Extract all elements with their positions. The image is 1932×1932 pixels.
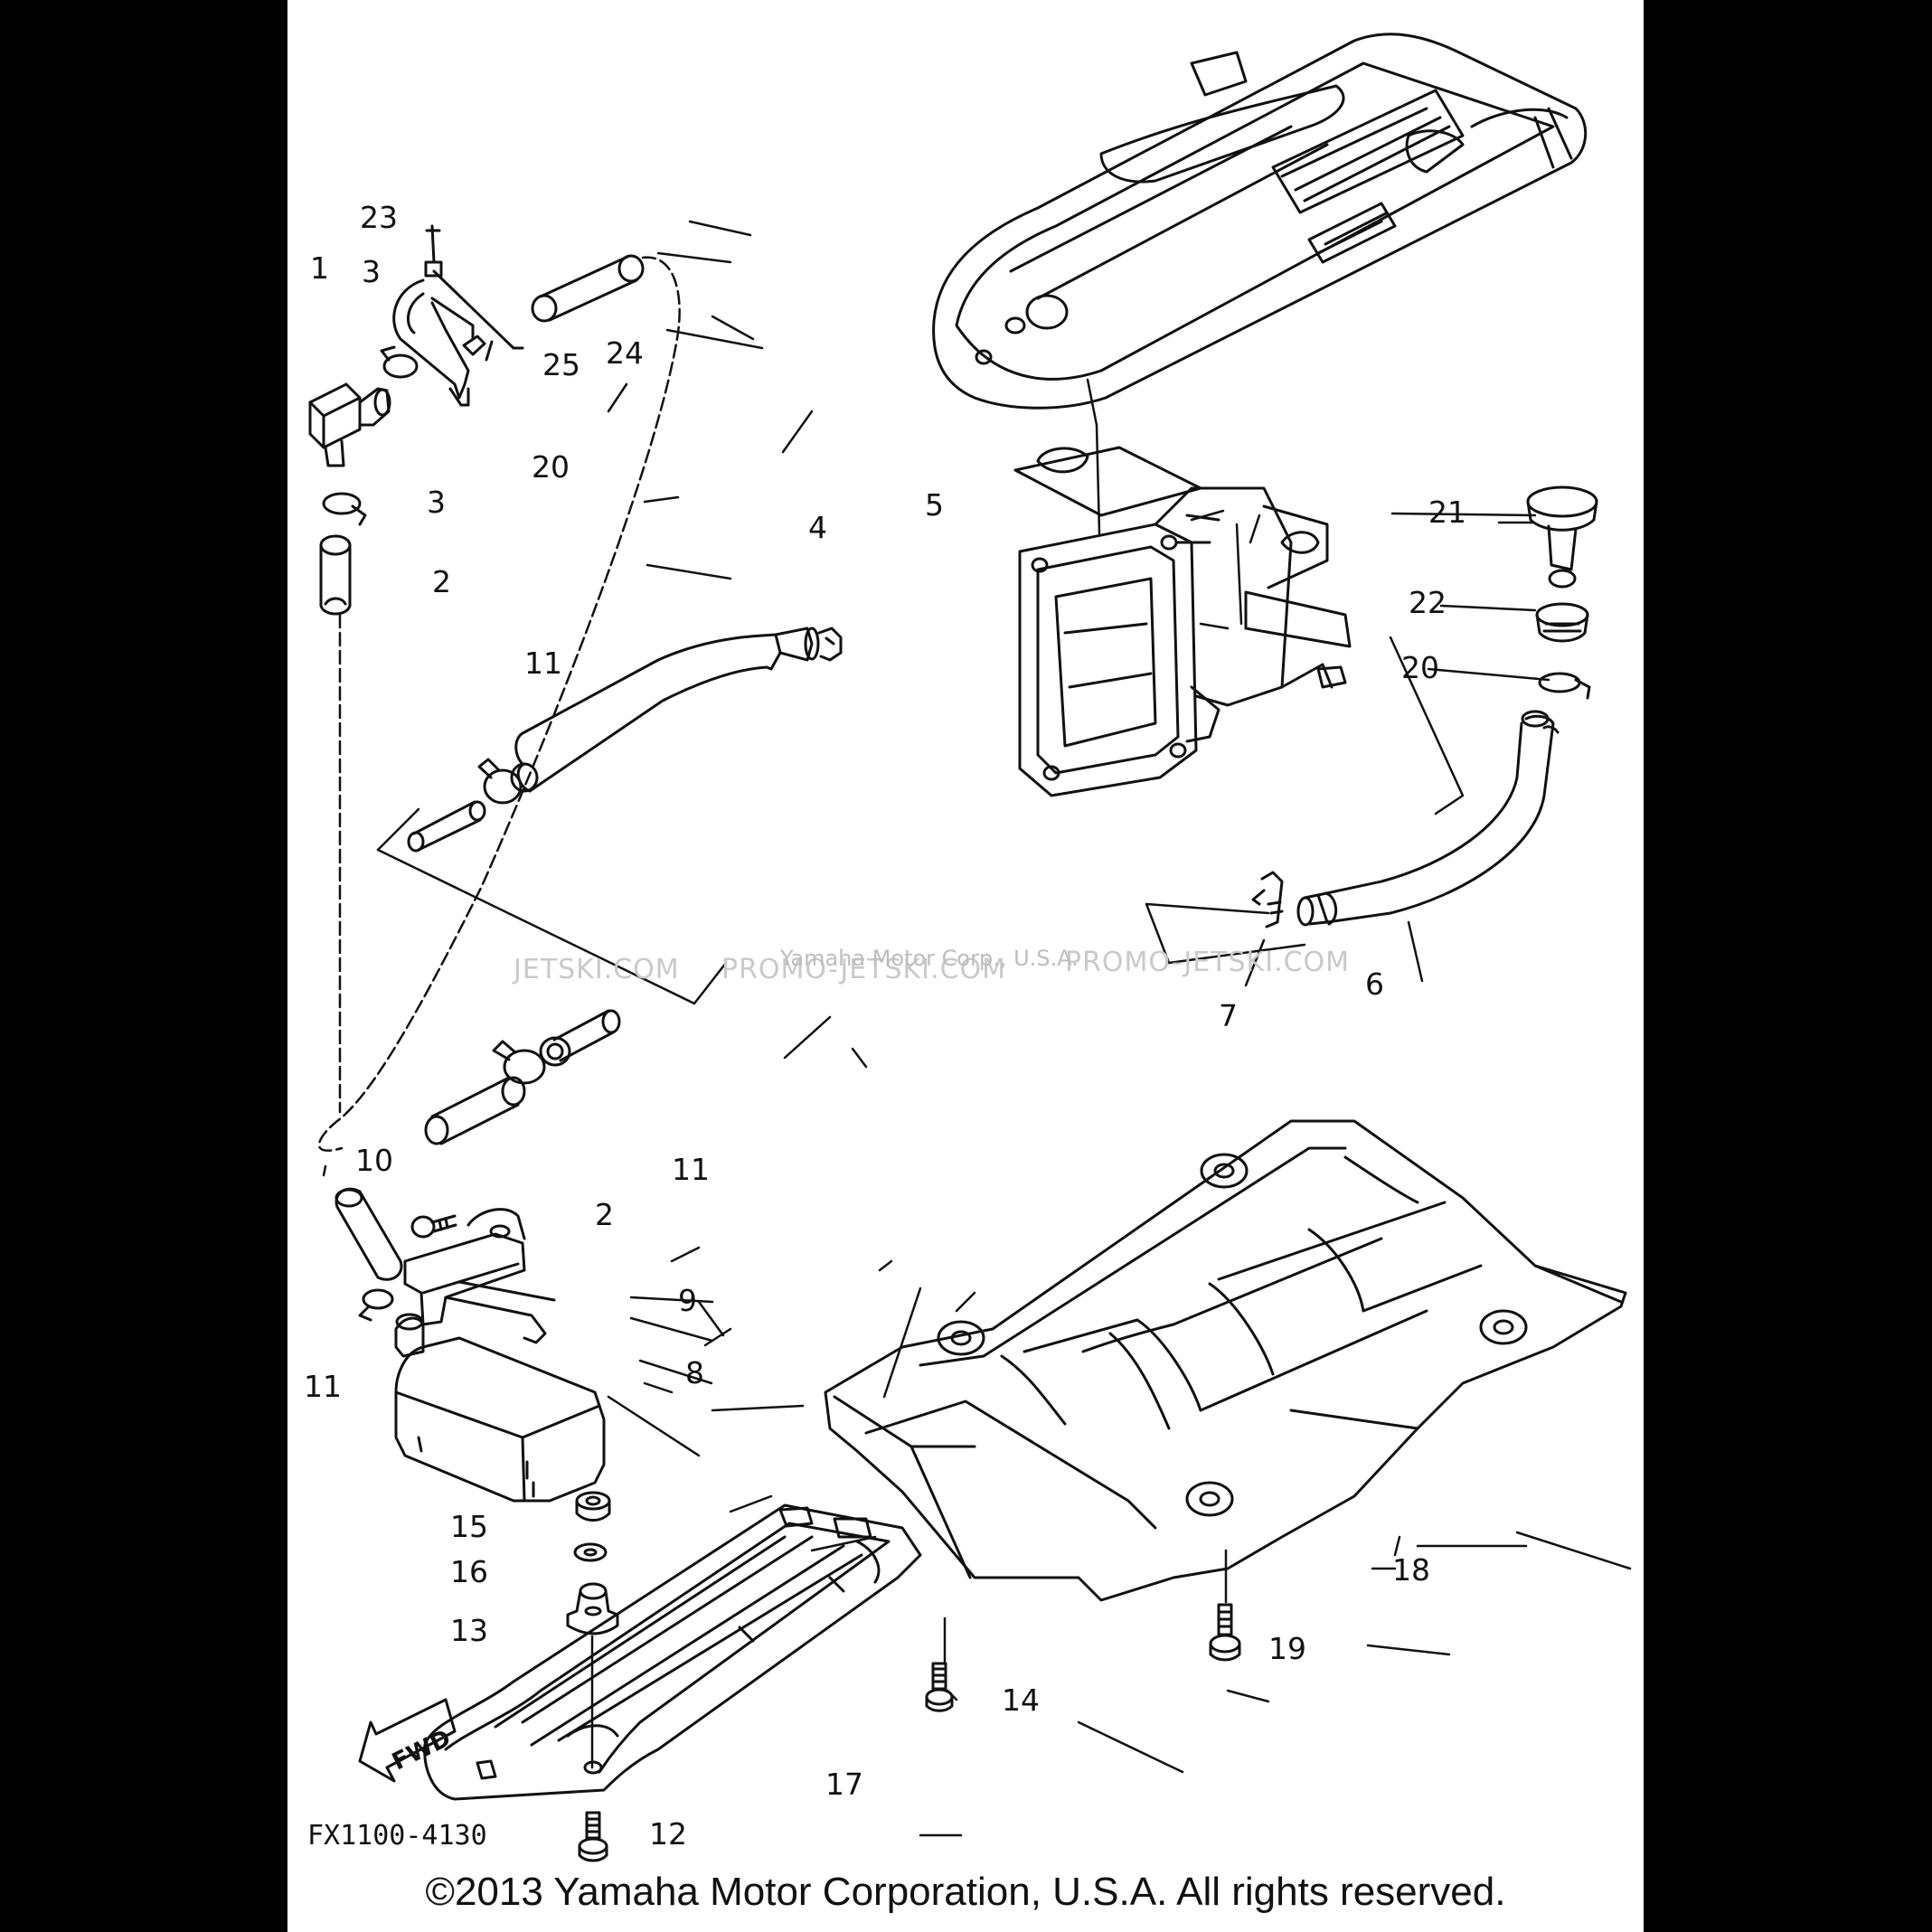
parts-diagram: FWD 23 3 1 25 24 20 3 2 4 5 21 22 20 11 … xyxy=(304,33,1632,1862)
callout-15: 15 xyxy=(450,1509,488,1544)
drawing-code: FX1100-4130 xyxy=(307,1820,487,1852)
clamp-3-lower xyxy=(322,492,367,526)
callout-numbers: 23 3 1 25 24 20 3 2 4 5 21 22 20 11 6 7 … xyxy=(304,200,1466,1852)
watermark-mid: PROMO-JETSKI.COM xyxy=(721,954,1006,985)
hose-2-top xyxy=(531,254,645,323)
callout-11-lower: 11 xyxy=(304,1369,342,1404)
callout-5: 5 xyxy=(925,487,944,523)
callout-16: 16 xyxy=(450,1554,488,1589)
connector-tube-upper xyxy=(407,800,486,853)
hose-2-lower xyxy=(424,1076,526,1145)
callout-10: 10 xyxy=(355,1143,393,1178)
callout-20-right: 20 xyxy=(1401,650,1439,685)
callout-12: 12 xyxy=(649,1816,687,1852)
clamp-3-upper xyxy=(380,345,419,379)
callout-19: 19 xyxy=(1268,1631,1306,1666)
hose-2-upper xyxy=(319,534,352,616)
callout-11-upper: 11 xyxy=(524,646,562,681)
nut-15 xyxy=(575,1491,611,1522)
callout-8: 8 xyxy=(685,1355,704,1390)
callout-14: 14 xyxy=(1002,1682,1040,1718)
watermark-left: JETSKI.COM xyxy=(512,954,680,985)
ride-plate-18 xyxy=(824,1119,1627,1602)
callout-3-lower: 3 xyxy=(427,485,446,520)
callout-11-middle: 11 xyxy=(672,1152,710,1187)
watercraft-overview xyxy=(932,33,1588,410)
callout-18: 18 xyxy=(1392,1552,1430,1588)
fwd-arrow-icon: FWD xyxy=(358,1698,457,1783)
callout-9: 9 xyxy=(678,1283,697,1318)
hose-6 xyxy=(1296,710,1560,927)
callout-1: 1 xyxy=(310,250,329,286)
filler-cap-assembly xyxy=(1526,485,1598,700)
routing-lines xyxy=(317,256,681,1177)
dashed-bolt-lines xyxy=(943,1549,1228,1663)
clamp-11-upper xyxy=(477,758,523,805)
fitting-1 xyxy=(308,382,391,467)
fwd-label: FWD xyxy=(388,1725,455,1776)
callout-3-upper: 3 xyxy=(362,254,381,289)
connector-tube-lower xyxy=(539,1009,621,1067)
bracket-9 xyxy=(403,1208,556,1344)
callout-24: 24 xyxy=(606,335,644,371)
washer-16 xyxy=(573,1542,608,1562)
callout-4: 4 xyxy=(808,510,827,545)
callout-2-lower: 2 xyxy=(595,1197,614,1232)
pump-housing xyxy=(1013,446,1352,797)
bolt-14 xyxy=(925,1662,954,1712)
watermark-center: Yamaha Motor Corp., U.S.A. xyxy=(779,946,1079,971)
band-clamp-24 xyxy=(392,224,524,407)
clamp-7 xyxy=(1251,871,1284,928)
diagram-sheet: FWD 23 3 1 25 24 20 3 2 4 5 21 22 20 11 … xyxy=(287,0,1644,1932)
guide-lines xyxy=(376,636,1465,1005)
callout-7: 7 xyxy=(1219,998,1238,1033)
callout-22: 22 xyxy=(1409,585,1447,620)
copyright-notice: ©2013 Yamaha Motor Corporation, U.S.A. A… xyxy=(425,1870,1506,1914)
leader-lines xyxy=(607,220,1632,1837)
clamp-11-lower xyxy=(358,1288,394,1322)
callout-17: 17 xyxy=(825,1767,863,1802)
screw-10 xyxy=(410,1214,457,1239)
callout-13: 13 xyxy=(450,1613,488,1648)
callout-23: 23 xyxy=(360,200,398,235)
hose-small-left xyxy=(335,1187,403,1281)
intake-plate-17 xyxy=(423,1503,922,1801)
watermark: JETSKI.COM PROMO-JETSKI.COM PROMO-JETSKI… xyxy=(512,946,1350,985)
clamp-11-middle xyxy=(492,1040,546,1085)
hose-4 xyxy=(510,627,820,793)
callout-6: 6 xyxy=(1365,966,1384,1002)
bolt-12 xyxy=(578,1811,608,1862)
callout-25: 25 xyxy=(542,347,580,382)
clamp-5 xyxy=(817,627,843,662)
watermark-right: PROMO-JETSKI.COM xyxy=(1065,947,1350,978)
callout-2-upper: 2 xyxy=(432,564,451,599)
grommet-13 xyxy=(566,1582,619,1635)
callout-21: 21 xyxy=(1428,495,1466,530)
bolt-19 xyxy=(1209,1603,1241,1662)
tank-8 xyxy=(394,1313,606,1503)
callout-20-upper: 20 xyxy=(532,449,570,485)
